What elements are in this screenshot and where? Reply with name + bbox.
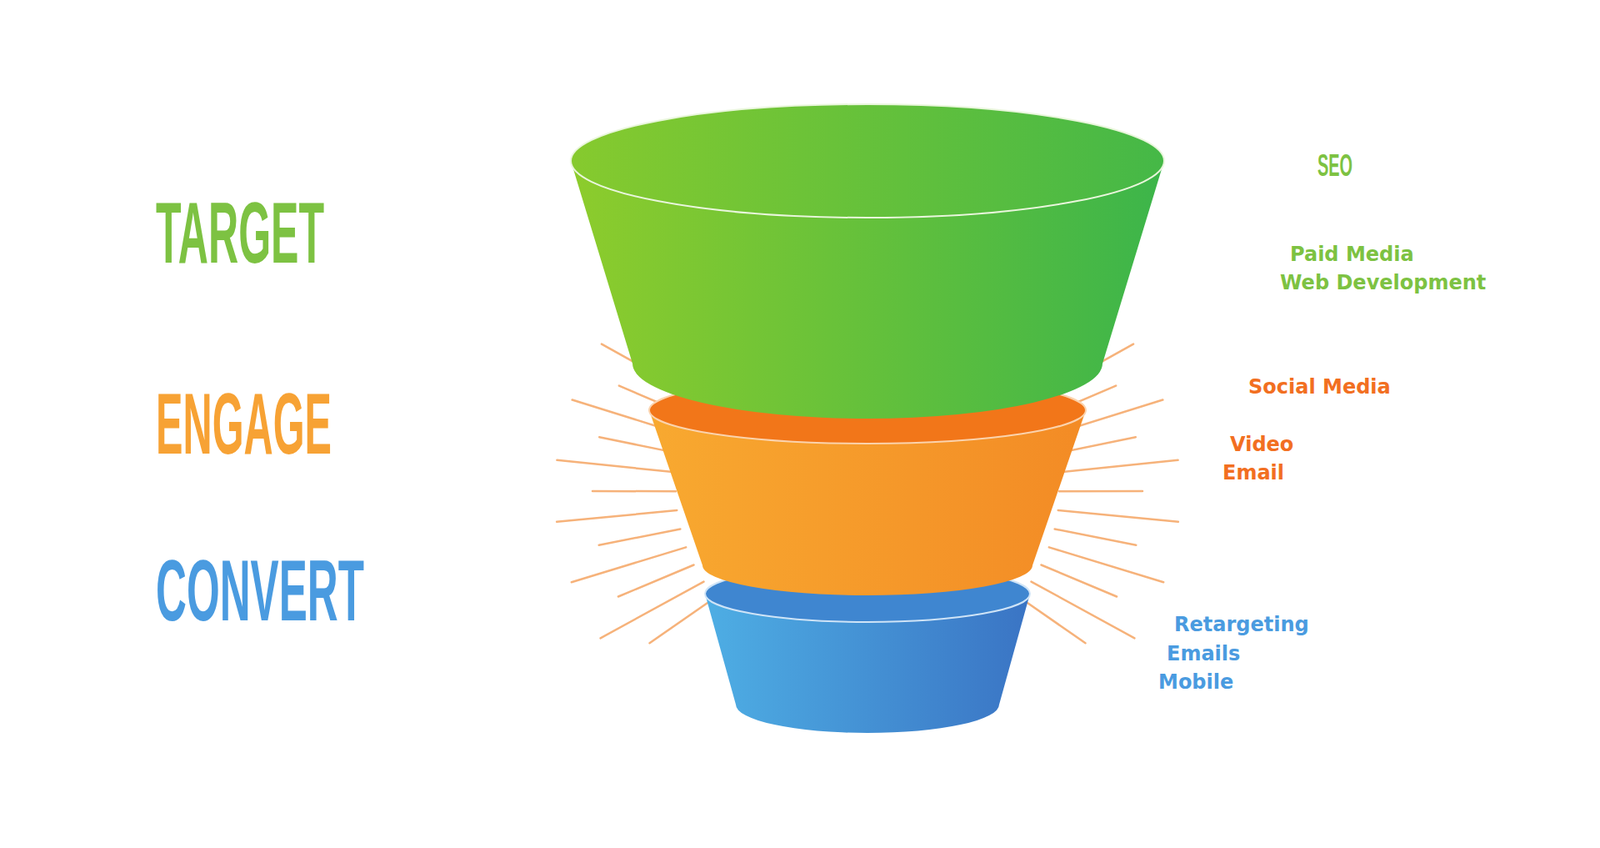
target-band — [570, 104, 1165, 419]
channel-label: Emails — [1166, 643, 1240, 664]
ray — [599, 528, 681, 545]
ray — [592, 490, 676, 493]
ray — [600, 581, 705, 639]
channel-label: Retargeting — [1174, 614, 1310, 635]
ray — [1031, 581, 1135, 639]
ray — [571, 546, 686, 582]
stage-heading: TARGET — [155, 189, 325, 276]
band-body — [570, 104, 1165, 419]
channel-label: Mobile — [1158, 671, 1234, 692]
ray — [1049, 546, 1164, 582]
band-top — [570, 104, 1165, 218]
ray — [556, 460, 677, 473]
channel-label: Paid Media — [1290, 244, 1415, 265]
ray — [650, 596, 716, 643]
channel-label: Email — [1222, 462, 1285, 483]
ray — [1058, 510, 1179, 522]
channel-label: Video — [1230, 434, 1294, 455]
channel-label: Web Development — [1280, 272, 1486, 293]
channel-label: Social Media — [1248, 376, 1391, 397]
stage-heading: CONVERT — [155, 546, 365, 634]
ray — [618, 564, 695, 596]
ray — [1019, 596, 1085, 643]
ray — [1059, 490, 1143, 493]
ray — [1055, 528, 1137, 545]
channel-label: SEO — [1317, 150, 1353, 181]
ray — [556, 510, 677, 522]
ray — [1058, 460, 1179, 473]
stage-heading: ENGAGE — [155, 380, 332, 467]
ray — [1040, 564, 1117, 596]
